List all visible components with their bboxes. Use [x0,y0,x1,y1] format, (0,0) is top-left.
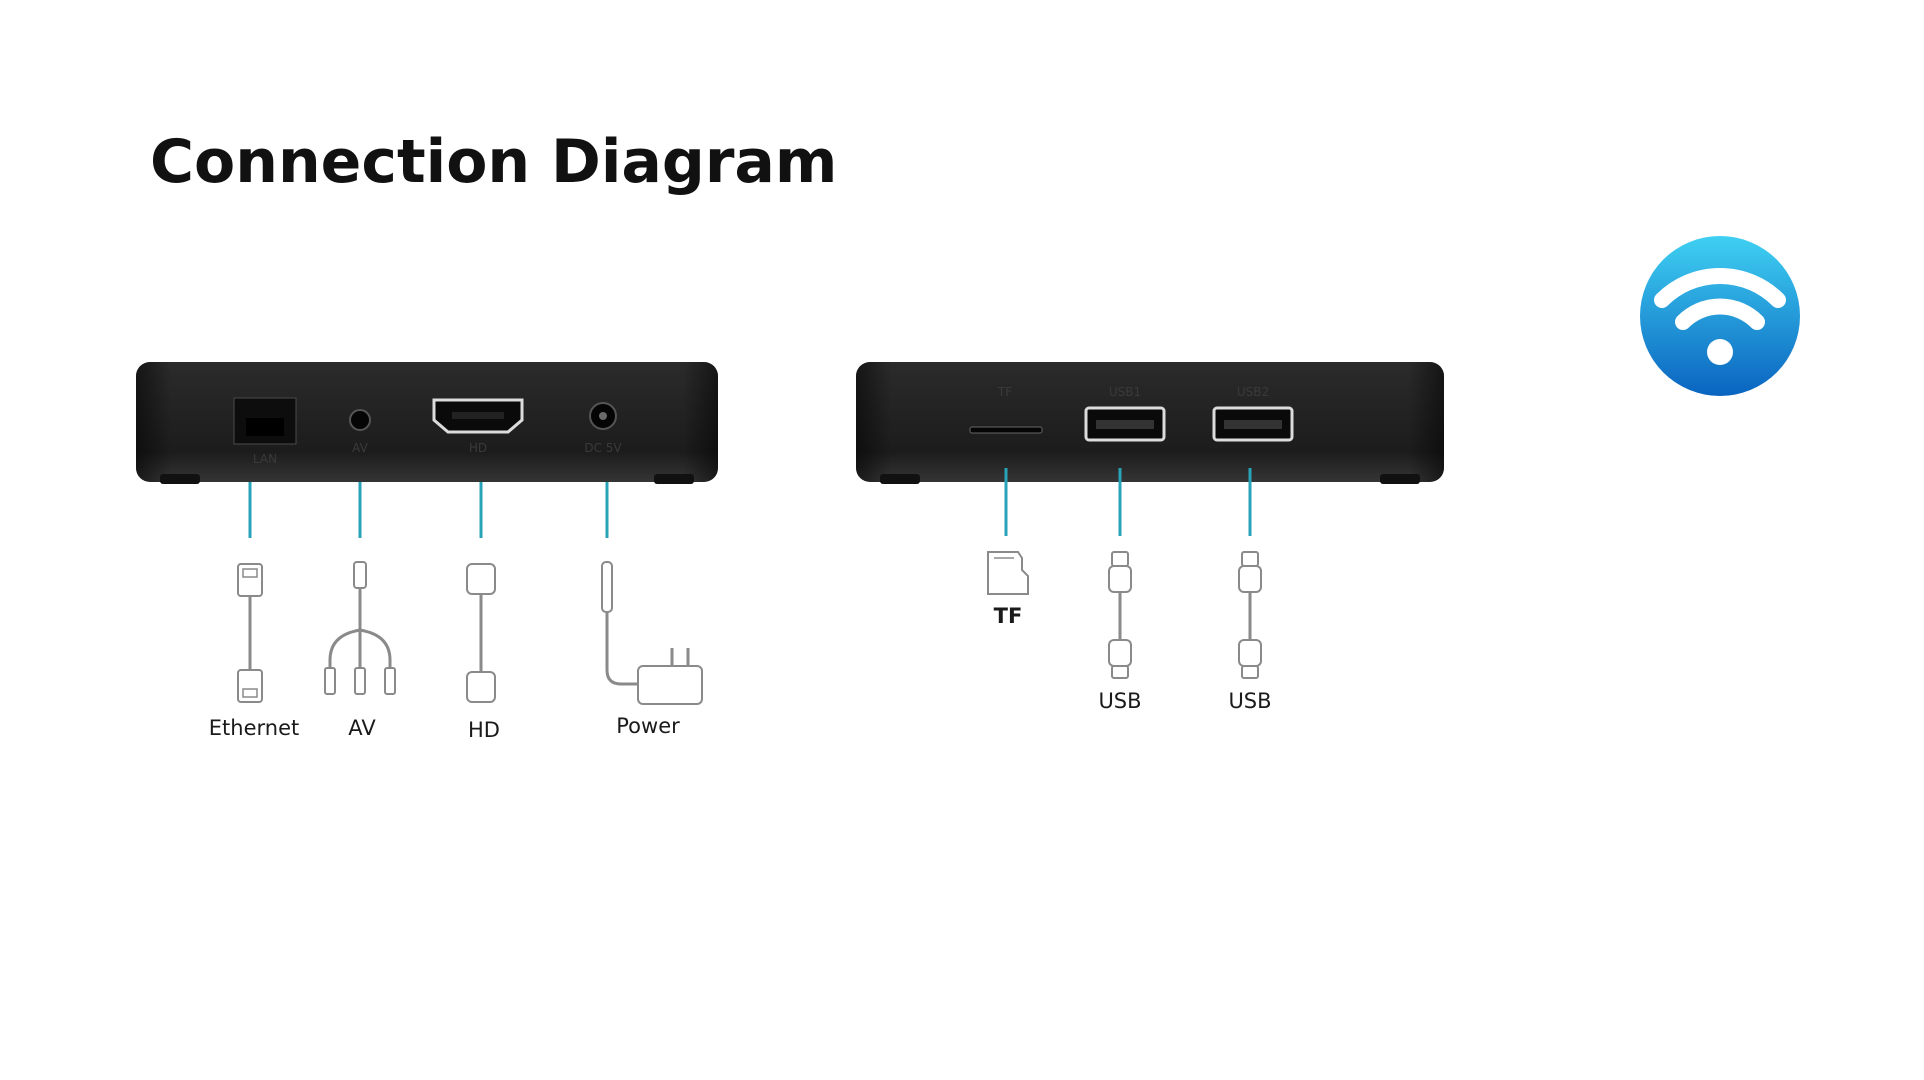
tf-card-slot: TF [969,385,1043,434]
usb1-port: USB1 [1084,385,1166,442]
cable-label-usb2: USB [1228,689,1271,713]
tf-card-icon [987,551,1029,595]
port-label-usb2: USB2 [1237,385,1269,399]
lan-port: LAN [233,397,297,466]
usb-cable-icon [1108,551,1132,679]
device-side-view: TF USB1 USB2 [856,362,1444,484]
dc-power-port: DC 5V [584,402,622,455]
usb2-port: USB2 [1212,385,1294,442]
ethernet-cable-icon [237,563,263,703]
av-cable-icon [324,561,396,695]
port-label-hd: HD [469,441,487,455]
wifi-icon [1640,236,1800,396]
port-label-dc: DC 5V [584,441,622,455]
hdmi-port: HD [432,398,524,455]
port-label-av: AV [352,441,368,455]
usb-cable-icon [1238,551,1262,679]
page-title: Connection Diagram [150,127,837,197]
cable-label-hd: HD [468,718,500,742]
port-label-usb1: USB1 [1109,385,1141,399]
cable-label-ethernet: Ethernet [209,716,299,740]
device-rear-view: LAN AV HD DC 5V [136,362,718,484]
hdmi-cable-icon [466,563,496,703]
cable-label-av: AV [348,716,376,740]
power-adapter-icon [601,561,703,705]
av-port: AV [349,409,371,455]
cable-label-power: Power [616,714,680,738]
cable-label-usb1: USB [1098,689,1141,713]
port-label-tf: TF [997,385,1012,399]
cable-label-tf: TF [994,604,1023,628]
port-label-lan: LAN [253,452,277,466]
